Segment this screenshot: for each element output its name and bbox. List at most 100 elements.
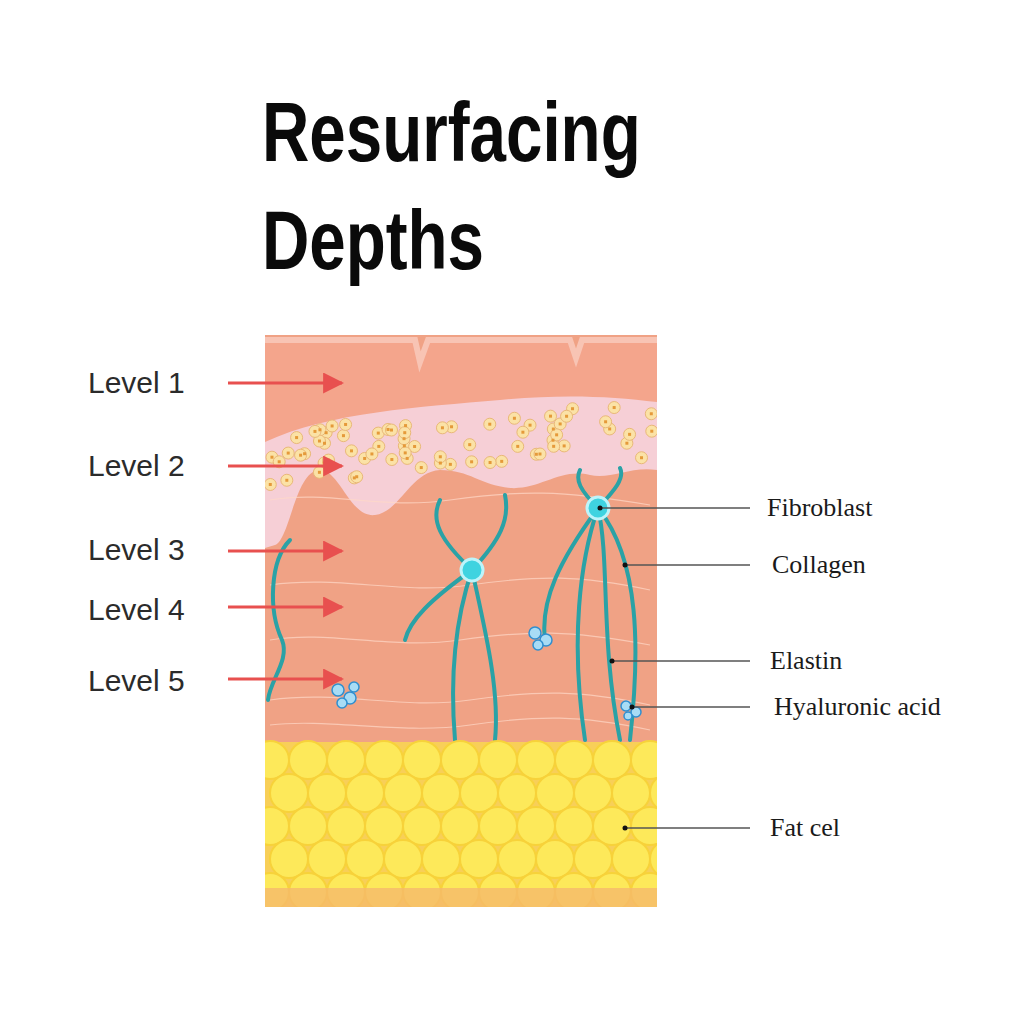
cell-nucleus xyxy=(278,460,281,463)
fat-cell xyxy=(308,774,346,812)
cell-nucleus xyxy=(529,424,532,427)
cell-nucleus xyxy=(420,466,423,469)
cell-nucleus xyxy=(640,456,643,459)
fat-cell xyxy=(289,807,327,845)
part-label: Collagen xyxy=(772,549,866,581)
cell-nucleus xyxy=(628,433,631,436)
cell-nucleus xyxy=(625,442,628,445)
cell-nucleus xyxy=(370,452,373,455)
cell-nucleus xyxy=(327,459,330,462)
epidermal-cell xyxy=(608,402,620,414)
fat-cell xyxy=(270,774,308,812)
cell-nucleus xyxy=(269,483,272,486)
elastin-fibres xyxy=(268,468,635,740)
dermis xyxy=(265,335,657,745)
epidermal-cell xyxy=(337,430,349,442)
epidermal-cell xyxy=(600,416,612,428)
cell-nucleus xyxy=(571,407,574,410)
cell-nucleus xyxy=(325,431,328,434)
cell-nucleus xyxy=(613,406,616,409)
epidermal-cell xyxy=(399,427,411,439)
epidermal-cell xyxy=(282,447,294,459)
epidermal-cell xyxy=(366,448,378,460)
cell-nucleus xyxy=(403,444,406,447)
fibroblast-cell xyxy=(461,559,483,581)
cell-nucleus xyxy=(521,431,524,434)
fat-cell xyxy=(403,807,441,845)
fat-cell xyxy=(346,774,384,812)
fat-cell xyxy=(536,774,574,812)
fat-cell xyxy=(555,741,593,779)
cell-nucleus xyxy=(299,454,302,457)
fat-cell xyxy=(574,774,612,812)
cell-nucleus xyxy=(450,425,453,428)
cell-nucleus xyxy=(552,428,555,431)
epidermal-cell xyxy=(386,454,398,466)
cell-nucleus xyxy=(488,423,491,426)
cell-nucleus xyxy=(500,460,503,463)
cell-nucleus xyxy=(552,445,555,448)
epidermal-cell xyxy=(415,462,427,474)
fat-cell xyxy=(289,741,327,779)
cell-nucleus xyxy=(555,433,558,436)
skin-surface xyxy=(265,340,657,362)
epidermal-cell xyxy=(464,439,476,451)
part-label: Hyaluronic acid xyxy=(774,691,941,723)
epidermal-cell xyxy=(326,420,338,432)
fat-cell xyxy=(517,807,555,845)
fat-cell xyxy=(460,774,498,812)
epidermal-cell xyxy=(646,425,657,437)
fat-cell xyxy=(479,741,517,779)
epidermal-cell xyxy=(291,432,303,444)
fat-cell xyxy=(265,741,289,779)
epidermal-cell xyxy=(434,451,446,463)
cell-nucleus xyxy=(650,430,653,433)
fat-cell xyxy=(612,774,650,812)
level-label: Level 1 xyxy=(88,365,185,401)
cell-nucleus xyxy=(449,463,452,466)
epidermal-cell xyxy=(545,410,557,422)
fat-cell xyxy=(265,807,289,845)
epidermal-cell xyxy=(645,408,657,420)
fat-cell xyxy=(346,840,384,878)
fat-cell xyxy=(441,741,479,779)
cell-nucleus xyxy=(549,415,552,418)
cell-nucleus xyxy=(344,423,347,426)
cell-nucleus xyxy=(468,443,471,446)
fat-cell xyxy=(555,807,593,845)
fat-cell xyxy=(441,807,479,845)
stratum-corneum xyxy=(265,340,657,442)
fat-cell xyxy=(422,840,460,878)
epidermal-cell xyxy=(636,452,648,464)
fat-cell xyxy=(327,807,365,845)
level-arrows xyxy=(228,383,342,679)
cell-nucleus xyxy=(513,417,516,420)
cell-nucleus xyxy=(323,462,326,465)
epidermal-cell xyxy=(534,448,546,460)
epidermal-cell xyxy=(561,410,573,422)
title: Resurfacing Depths xyxy=(262,78,668,294)
fat-cell xyxy=(422,774,460,812)
cell-nucleus xyxy=(342,434,345,437)
cell-nucleus xyxy=(538,452,541,455)
fat-cells xyxy=(265,741,657,907)
cell-nucleus xyxy=(470,460,473,463)
epidermal-cell xyxy=(512,440,524,452)
cell-nucleus xyxy=(404,451,407,454)
epidermal-cell xyxy=(466,456,478,468)
cell-nucleus xyxy=(270,456,273,459)
epidermal-cell xyxy=(281,474,293,486)
epidermal-cell xyxy=(548,440,560,452)
epidermal-cell xyxy=(351,471,363,483)
fat-cell xyxy=(403,741,441,779)
cell-nucleus xyxy=(406,457,409,460)
cell-nucleus xyxy=(441,426,444,429)
epidermal-cell xyxy=(624,428,636,440)
epidermal-cell xyxy=(385,424,397,436)
cell-nucleus xyxy=(563,444,566,447)
part-label: Fibroblast xyxy=(767,492,872,524)
level-label: Level 5 xyxy=(88,663,185,699)
cell-nucleus xyxy=(387,428,390,431)
cell-nucleus xyxy=(390,429,393,432)
cell-nucleus xyxy=(404,424,407,427)
